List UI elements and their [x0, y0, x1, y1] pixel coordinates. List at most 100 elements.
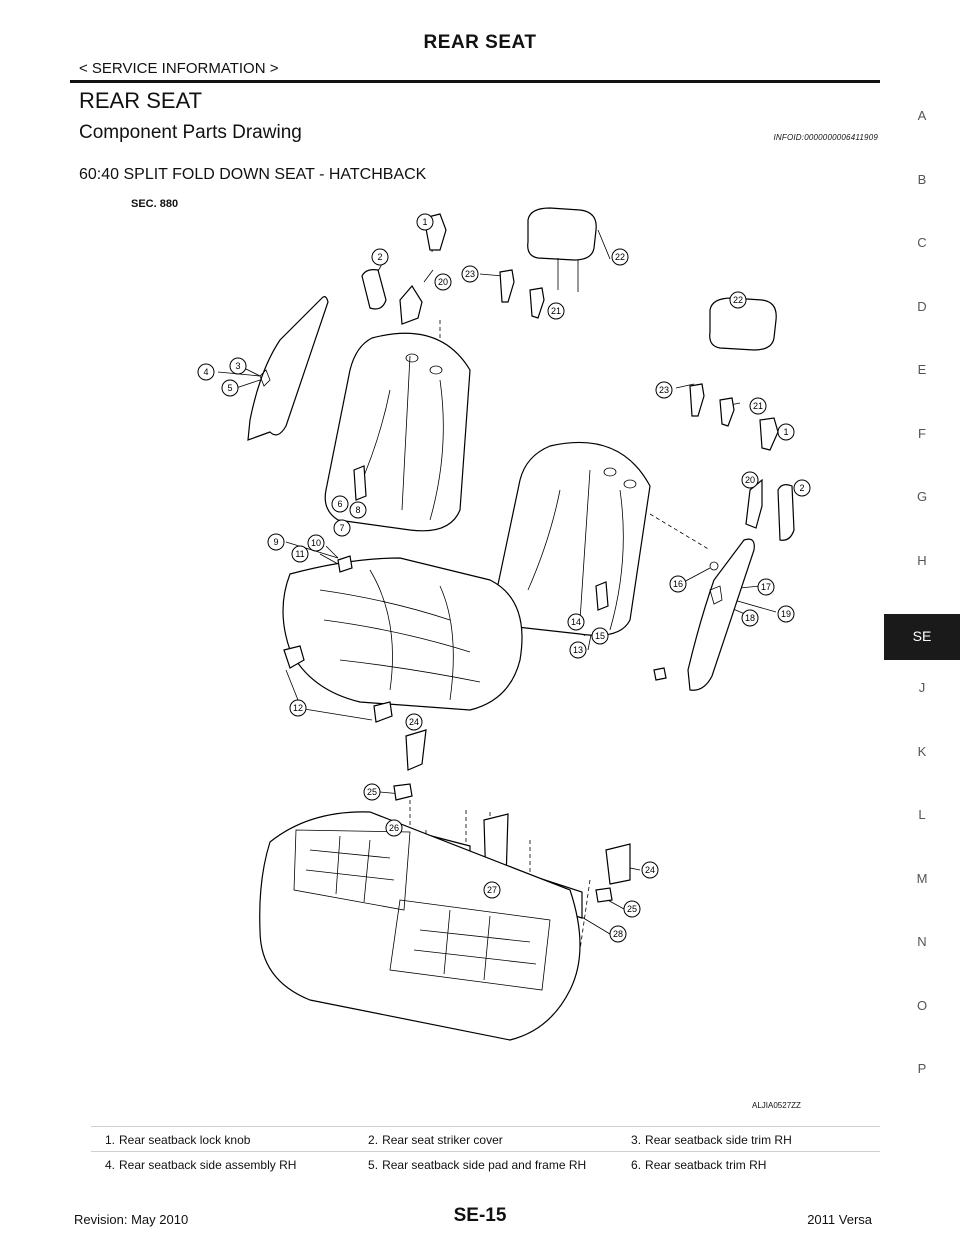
callout-22: 22: [611, 248, 629, 266]
side-trim-right: [687, 538, 755, 691]
legend-text: Rear seatback side assembly RH: [119, 1151, 355, 1176]
svg-text:8: 8: [355, 505, 360, 515]
guide-21-top: [529, 287, 545, 319]
legend-text: Rear seat striker cover: [382, 1126, 618, 1152]
svg-text:19: 19: [781, 609, 791, 619]
svg-text:20: 20: [438, 277, 448, 287]
bracket-24-right: [605, 843, 631, 885]
footer-page-number: SE-15: [453, 1205, 507, 1226]
legend-num: 6.: [617, 1151, 646, 1176]
callout-9: 9: [267, 533, 285, 551]
legend-num: 5.: [354, 1151, 383, 1176]
svg-text:17: 17: [761, 582, 771, 592]
side-trim-left: [247, 296, 329, 441]
lock-knob-right: [759, 417, 779, 451]
nav-letter-l[interactable]: L: [918, 807, 926, 822]
svg-text:9: 9: [273, 537, 278, 547]
clip-12-left: [283, 645, 305, 669]
nav-letter-c[interactable]: C: [917, 235, 927, 250]
callout-1: 1: [416, 213, 434, 231]
svg-text:20: 20: [745, 475, 755, 485]
cushion-base: [259, 811, 581, 1041]
nav-letter-b[interactable]: B: [917, 171, 927, 187]
guide-21-right: [719, 397, 735, 427]
section-subtitle: Component Parts Drawing: [79, 122, 302, 143]
nav-letter-m[interactable]: M: [916, 870, 928, 886]
callout-28: 28: [609, 925, 627, 943]
legend-num: 4.: [91, 1151, 120, 1176]
callout-layer: 1 2 20 23 22 21 22 23 21 1 20 2 4 3 5 6 …: [197, 213, 811, 943]
svg-text:7: 7: [339, 523, 344, 533]
seatback-right: [494, 441, 651, 636]
callout-18: 18: [741, 609, 759, 627]
svg-text:24: 24: [409, 717, 419, 727]
footer-model: 2011 Versa: [807, 1212, 872, 1227]
callout-21: 21: [547, 302, 565, 320]
legend-text: Rear seatback side trim RH: [645, 1126, 880, 1152]
legend-num: 3.: [617, 1126, 646, 1152]
legend-text: Rear seatback trim RH: [645, 1151, 880, 1176]
callout-19: 19: [777, 605, 795, 623]
callout-23b: 23: [655, 381, 673, 399]
callout-20: 20: [434, 273, 452, 291]
clip-12-right: [373, 701, 393, 723]
svg-text:16: 16: [673, 579, 683, 589]
striker-cover-top: [361, 269, 387, 310]
callout-12: 12: [289, 699, 307, 717]
svg-text:14: 14: [571, 617, 581, 627]
parts-legend-table: 1. Rear seatback lock knob 2. Rear seat …: [91, 1126, 880, 1176]
svg-text:1: 1: [422, 217, 427, 227]
nav-letter-n[interactable]: N: [917, 934, 927, 949]
legend-text: Rear seatback side pad and frame RH: [382, 1151, 618, 1176]
svg-text:13: 13: [573, 645, 583, 655]
nav-letter-se-active[interactable]: SE: [884, 614, 960, 660]
svg-text:25: 25: [367, 787, 377, 797]
sec-label: SEC. 880: [131, 198, 179, 210]
callout-15: 15: [591, 627, 609, 645]
callout-2: 2: [371, 248, 389, 266]
nav-letter-o[interactable]: O: [916, 997, 928, 1013]
legend-num: 1.: [91, 1126, 120, 1152]
legend-num: 2.: [354, 1126, 383, 1152]
section-title: REAR SEAT: [79, 88, 203, 113]
page-header-title: REAR SEAT: [423, 32, 537, 53]
nav-letter-e[interactable]: E: [917, 362, 927, 377]
exploded-view-svg: [217, 207, 795, 1041]
nav-letter-h[interactable]: H: [917, 552, 927, 568]
nav-letter-a[interactable]: A: [917, 108, 927, 123]
nav-letter-d[interactable]: D: [917, 298, 927, 314]
nav-letter-j[interactable]: J: [918, 680, 926, 695]
legend-row: 1. Rear seatback lock knob 2. Rear seat …: [91, 1126, 880, 1152]
svg-text:22: 22: [733, 295, 743, 305]
striker-cover-right: [777, 484, 795, 541]
callout-7: 7: [333, 519, 351, 537]
callout-27: 27: [483, 881, 501, 899]
callout-25: 25: [363, 783, 381, 801]
page-header-subtitle: < SERVICE INFORMATION >: [79, 60, 279, 77]
callout-3: 3: [229, 357, 247, 375]
nav-letter-g[interactable]: G: [916, 489, 928, 504]
side-nav-index: A B C D E F G H SE J K L M N O P: [884, 98, 960, 1115]
callout-21b: 21: [749, 397, 767, 415]
callout-23: 23: [461, 265, 479, 283]
callout-8: 8: [349, 501, 367, 519]
nav-letter-k[interactable]: K: [917, 743, 927, 759]
svg-text:6: 6: [337, 499, 342, 509]
callout-24: 24: [405, 713, 423, 731]
legend-row: 4. Rear seatback side assembly RH 5. Rea…: [91, 1151, 880, 1176]
svg-text:12: 12: [293, 703, 303, 713]
svg-text:3: 3: [235, 361, 240, 371]
exploded-parts-diagram: 1 2 20 23 22 21 22 23 21 1 20 2 4 3 5 6 …: [110, 190, 830, 1115]
header-divider: [70, 80, 880, 83]
callout-1b: 1: [777, 423, 795, 441]
callout-13: 13: [569, 641, 587, 659]
nav-letter-f[interactable]: F: [918, 425, 926, 441]
footer-revision: Revision: May 2010: [74, 1212, 189, 1227]
legend-text: Rear seatback lock knob: [119, 1126, 355, 1152]
callout-6: 6: [331, 495, 349, 513]
headrest-right: [709, 297, 777, 351]
nav-letter-p[interactable]: P: [917, 1061, 927, 1076]
svg-text:28: 28: [613, 929, 623, 939]
callout-26: 26: [385, 819, 403, 837]
callout-25b: 25: [623, 900, 641, 918]
